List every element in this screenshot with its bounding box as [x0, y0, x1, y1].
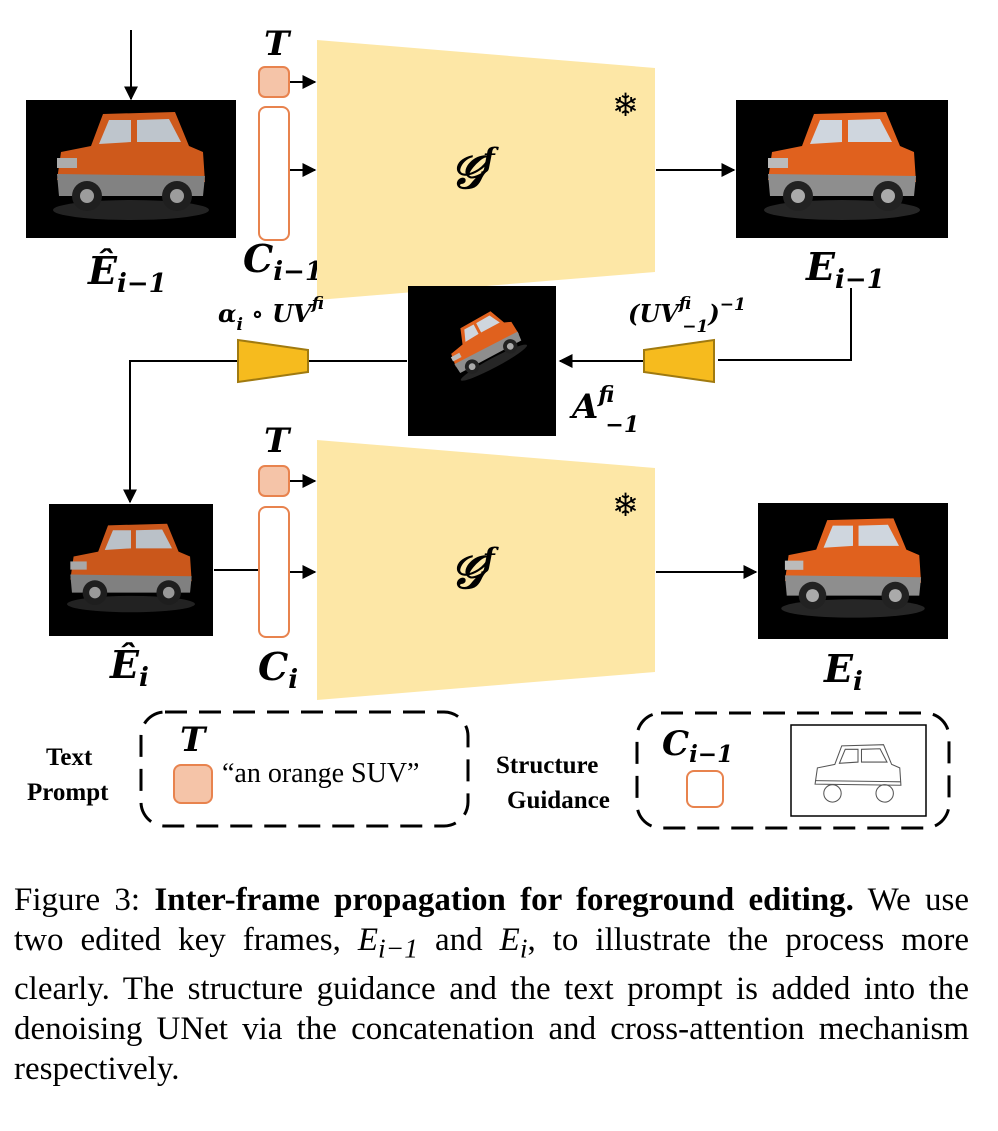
ehat-prev-image	[26, 100, 236, 238]
legend-text-token	[173, 764, 213, 804]
e-cur-image	[758, 503, 948, 639]
forward-uv-arrow	[123, 360, 237, 504]
atlas-image	[408, 286, 556, 436]
caption-title: Inter-frame propagation for foreground e…	[154, 882, 854, 918]
legend-text-prompt-box	[139, 710, 470, 828]
text-token-mid	[258, 465, 290, 497]
condition-top-label: Ci−1	[243, 236, 323, 287]
legend-sketch-image	[790, 724, 927, 817]
legend-text-prompt-line2: Prompt	[27, 779, 109, 806]
caption-math-e-prev: Ei−1	[357, 922, 418, 964]
e-prev-image	[736, 100, 948, 238]
text-token-top-label: T	[264, 24, 292, 64]
snowflake-icon: ❄	[612, 486, 639, 524]
legend-structure-line1: Structure	[496, 752, 598, 779]
legend-structure-line2: Guidance	[507, 787, 610, 814]
legend-condition-label: Ci−1	[662, 724, 733, 768]
legend-condition-token	[686, 770, 724, 808]
legend-text-token-label: T	[180, 720, 208, 760]
inverse-uv-path	[718, 288, 852, 361]
ehat-cur-label: Êi	[109, 642, 149, 693]
condition-bottom	[258, 506, 290, 638]
legend-text-prompt-line1: Text	[46, 744, 93, 771]
condition-bottom-label: Ci	[258, 644, 298, 695]
warp-inverse-uv	[643, 338, 715, 384]
unet-top: 𝒢f ❄	[317, 40, 655, 300]
caption-math-e-cur: Ei	[499, 922, 528, 964]
ehat-cur-image	[49, 504, 213, 636]
warp-forward-uv	[237, 338, 309, 384]
condition-top	[258, 106, 290, 241]
text-token-mid-label: T	[264, 421, 292, 461]
legend-prompt-value: “an orange SUV”	[222, 758, 419, 789]
ehat-prev-label: Êi−1	[87, 248, 167, 299]
e-prev-label: Ei−1	[805, 244, 885, 295]
snowflake-icon: ❄	[612, 86, 639, 124]
unet-bottom: 𝒢f ❄	[317, 440, 655, 700]
e-cur-label: Ei	[823, 646, 863, 697]
text-token-top	[258, 66, 290, 98]
figure-caption: Figure 3: Inter-frame propagation for fo…	[14, 882, 969, 1087]
